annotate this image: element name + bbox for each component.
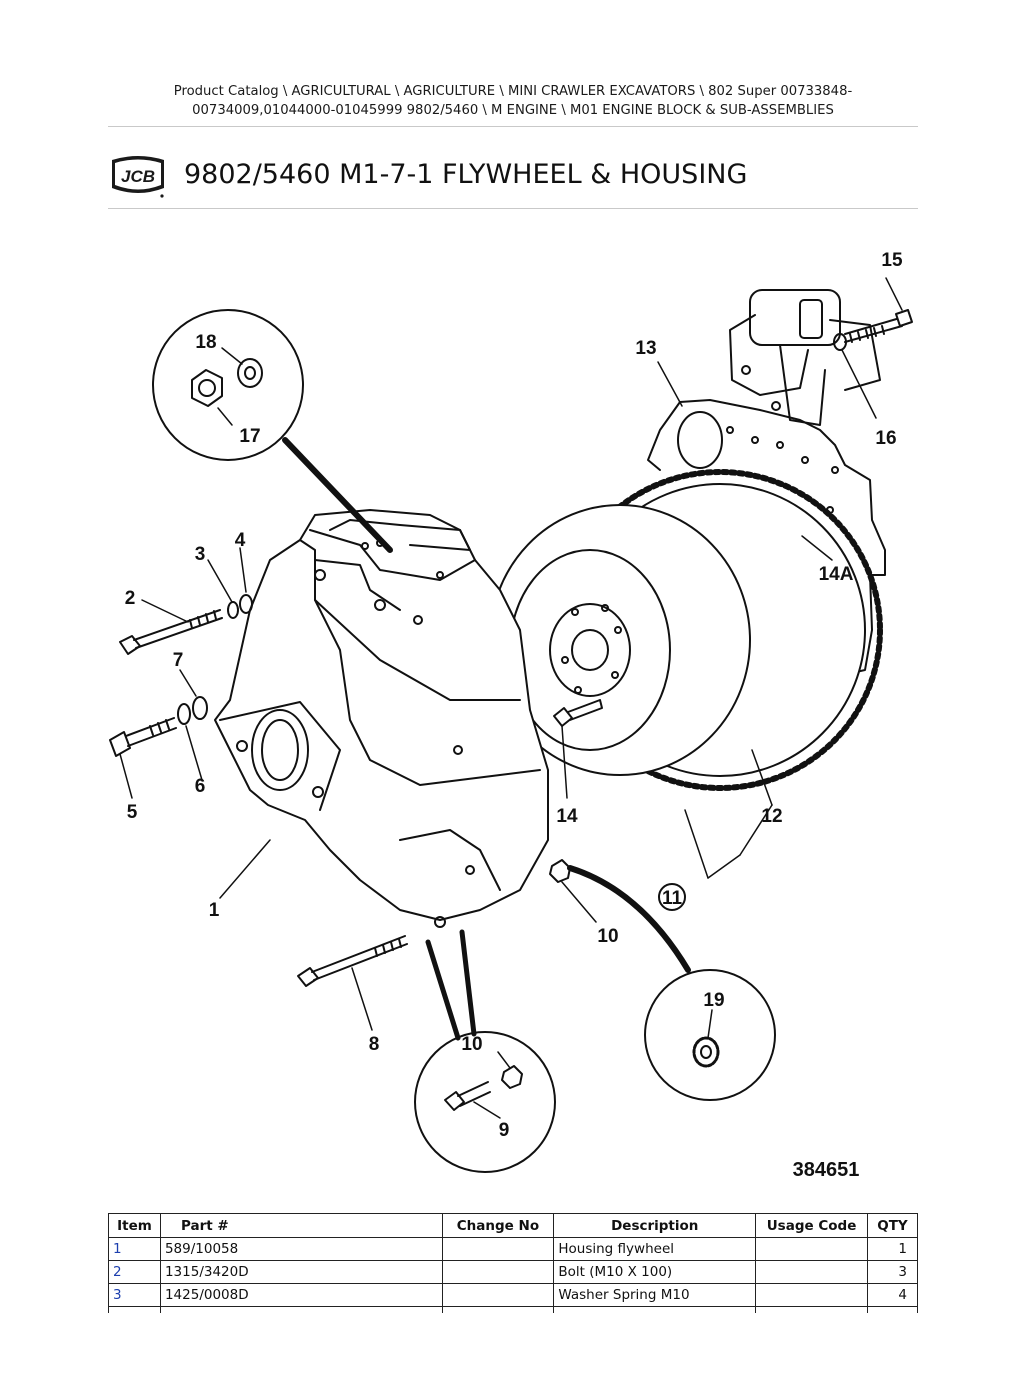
part-number: 589/10058: [159, 1237, 443, 1261]
nut-10-drawing: [549, 859, 571, 883]
washer-16-drawing: [833, 333, 847, 351]
parts-table-header: Item Part # Change No Description Usage …: [108, 1213, 919, 1238]
washer-6-drawing: [177, 703, 191, 725]
item-number-link[interactable]: 3: [108, 1283, 161, 1307]
part-number: 1425/0008D: [159, 1283, 443, 1307]
callout-13[interactable]: 13: [635, 338, 656, 359]
table-row[interactable]: 2 1315/3420D Bolt (M10 X 100) 3: [108, 1260, 919, 1284]
exploded-parts-diagram: 2 3 4 7 5 6 1 8 10 14 12 11 13 14A 15 16…: [109, 250, 913, 1181]
washer-4-drawing: [239, 594, 253, 614]
breadcrumb: Product Catalog \ AGRICULTURAL \ AGRICUL…: [108, 82, 918, 120]
callout-12[interactable]: 12: [761, 806, 782, 827]
callout-7[interactable]: 7: [173, 650, 184, 671]
callout-14a[interactable]: 14A: [819, 564, 854, 585]
col-description: Description: [553, 1213, 757, 1238]
title-divider: [108, 208, 918, 209]
detail-link-a: [282, 437, 393, 553]
table-row[interactable]: 1 589/10058 Housing flywheel 1: [108, 1237, 919, 1261]
col-change-no: Change No: [441, 1213, 555, 1238]
callout-11-ring: [658, 883, 686, 911]
detail-circle-19: [644, 969, 776, 1101]
detail-link-d: [459, 929, 477, 1037]
description: Washer Spring M10: [553, 1283, 757, 1307]
callout-4[interactable]: 4: [235, 530, 246, 551]
callout-2[interactable]: 2: [125, 588, 136, 609]
detail-circle-9-10: [414, 1031, 556, 1173]
usage-code: [755, 1283, 868, 1307]
detail-circle-17-18: [152, 309, 304, 461]
flywheel-housing-drawing: [214, 509, 549, 928]
jcb-logo: JCB: [112, 156, 164, 198]
starter-motor-drawing: [729, 289, 881, 426]
callout-18[interactable]: 18: [195, 332, 216, 353]
change-no: [441, 1237, 555, 1261]
bolt-14-drawing: [553, 699, 603, 727]
washer-7-drawing: [192, 696, 208, 720]
quantity: 3: [866, 1260, 919, 1284]
callout-3[interactable]: 3: [195, 544, 206, 565]
col-qty: QTY: [866, 1213, 919, 1238]
description: Bolt (M10 X 100): [553, 1260, 757, 1284]
logo-text: JCB: [121, 167, 155, 186]
usage-code: [755, 1237, 868, 1261]
callout-17[interactable]: 17: [239, 426, 260, 447]
usage-code: [755, 1260, 868, 1284]
quantity: 4: [866, 1283, 919, 1307]
part-number: 1315/3420D: [159, 1260, 443, 1284]
table-row[interactable]: 3 1425/0008D Washer Spring M10 4: [108, 1283, 919, 1307]
washer-3-drawing: [227, 601, 239, 619]
callout-19[interactable]: 19: [703, 990, 724, 1011]
detail-link-c: [425, 939, 461, 1041]
callout-11[interactable]: 11: [662, 888, 683, 909]
bolt-2-drawing: [119, 609, 223, 655]
detail-link-b: [567, 865, 691, 973]
page-title: 9802/5460 M1-7-1 FLYWHEEL & HOUSING: [184, 159, 748, 190]
callout-9[interactable]: 9: [499, 1120, 510, 1141]
bolt-5-drawing: [109, 717, 177, 757]
header-divider: [108, 126, 918, 127]
col-part-number: Part #: [159, 1213, 443, 1238]
bolt-8-drawing: [297, 935, 408, 987]
table-row-cutoff: [108, 1306, 919, 1313]
item-number-link[interactable]: 1: [108, 1237, 161, 1261]
description: Housing flywheel: [553, 1237, 757, 1261]
callout-6[interactable]: 6: [195, 776, 206, 797]
change-no: [441, 1283, 555, 1307]
callout-16[interactable]: 16: [875, 428, 896, 449]
breadcrumb-line-2[interactable]: 00734009,01044000-01045999 9802/5460 \ M…: [192, 103, 834, 118]
callout-leaders: [119, 277, 903, 1031]
bolt-15-drawing: [844, 309, 913, 343]
col-usage-code: Usage Code: [755, 1213, 868, 1238]
callout-15[interactable]: 15: [881, 250, 903, 271]
col-item: Item: [108, 1213, 161, 1238]
callout-1[interactable]: 1: [209, 900, 220, 921]
callout-10-detail[interactable]: 10: [461, 1034, 482, 1055]
diagram-reference-number: 384651: [793, 1159, 860, 1181]
callout-14[interactable]: 14: [556, 806, 578, 827]
item-number-link[interactable]: 2: [108, 1260, 161, 1284]
title-bar: JCB 9802/5460 M1-7-1 FLYWHEEL & HOUSING: [108, 150, 918, 202]
callout-5[interactable]: 5: [127, 802, 138, 823]
parts-table: Item Part # Change No Description Usage …: [108, 1213, 919, 1313]
callout-8[interactable]: 8: [369, 1034, 380, 1055]
breadcrumb-line-1[interactable]: Product Catalog \ AGRICULTURAL \ AGRICUL…: [173, 84, 853, 99]
change-no: [441, 1260, 555, 1284]
quantity: 1: [866, 1237, 919, 1261]
callout-10[interactable]: 10: [597, 926, 618, 947]
